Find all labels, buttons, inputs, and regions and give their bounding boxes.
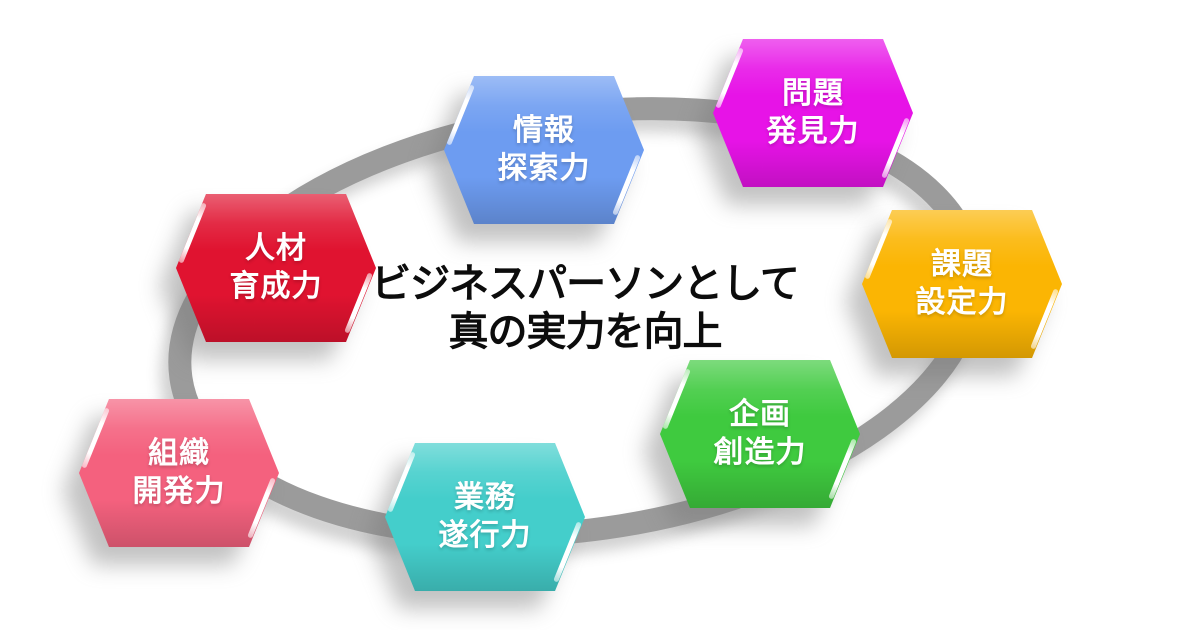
hex-item-task-execution: 業務 遂行力 (385, 443, 585, 591)
hex-label-line1: 問題 (782, 76, 844, 111)
hex-label-line2: 開発力 (132, 473, 226, 509)
hexagon-shape: 業務 遂行力 (385, 443, 585, 591)
hex-label: 情報 探索力 (444, 76, 644, 224)
hex-label-line2: 探索力 (497, 150, 591, 186)
hex-item-hr-development: 人材 育成力 (176, 194, 376, 342)
hex-item-issue-setting: 課題 設定力 (862, 210, 1062, 358)
center-title-line2: 真の実力を向上 (448, 309, 723, 355)
hex-label: 企画 創造力 (660, 360, 860, 508)
hex-label: 業務 遂行力 (385, 443, 585, 591)
hex-label-line2: 設定力 (915, 284, 1009, 320)
hexagon-shape: 問題 発見力 (713, 39, 913, 187)
hexagon-shape: 人材 育成力 (176, 194, 376, 342)
hex-label: 課題 設定力 (862, 210, 1062, 358)
hex-label-line2: 発見力 (766, 113, 860, 149)
hex-item-planning-creation: 企画 創造力 (660, 360, 860, 508)
hex-label: 人材 育成力 (176, 194, 376, 342)
hexagon-shape: 組織 開発力 (79, 399, 279, 547)
hex-label-line2: 創造力 (713, 434, 807, 470)
hex-item-organization-development: 組織 開発力 (79, 399, 279, 547)
hexagon-shape: 課題 設定力 (862, 210, 1062, 358)
hex-label-line2: 育成力 (229, 268, 323, 304)
hex-label-line1: 人材 (245, 231, 307, 266)
hex-item-information-search: 情報 探索力 (444, 76, 644, 224)
hex-label-line2: 遂行力 (438, 517, 532, 553)
hex-label-line1: 情報 (513, 113, 575, 148)
hex-label-line1: 組織 (148, 436, 210, 471)
center-title: ビジネスパーソンとして 真の実力を向上 (350, 260, 820, 356)
hex-label-line1: 業務 (454, 480, 516, 515)
hexagon-shape: 情報 探索力 (444, 76, 644, 224)
hex-label-line1: 課題 (931, 247, 993, 282)
center-title-line1: ビジネスパーソンとして (371, 261, 800, 307)
hex-label-line1: 企画 (729, 397, 791, 432)
hex-item-problem-discovery: 問題 発見力 (713, 39, 913, 187)
hex-label: 問題 発見力 (713, 39, 913, 187)
hex-label: 組織 開発力 (79, 399, 279, 547)
hexagon-shape: 企画 創造力 (660, 360, 860, 508)
